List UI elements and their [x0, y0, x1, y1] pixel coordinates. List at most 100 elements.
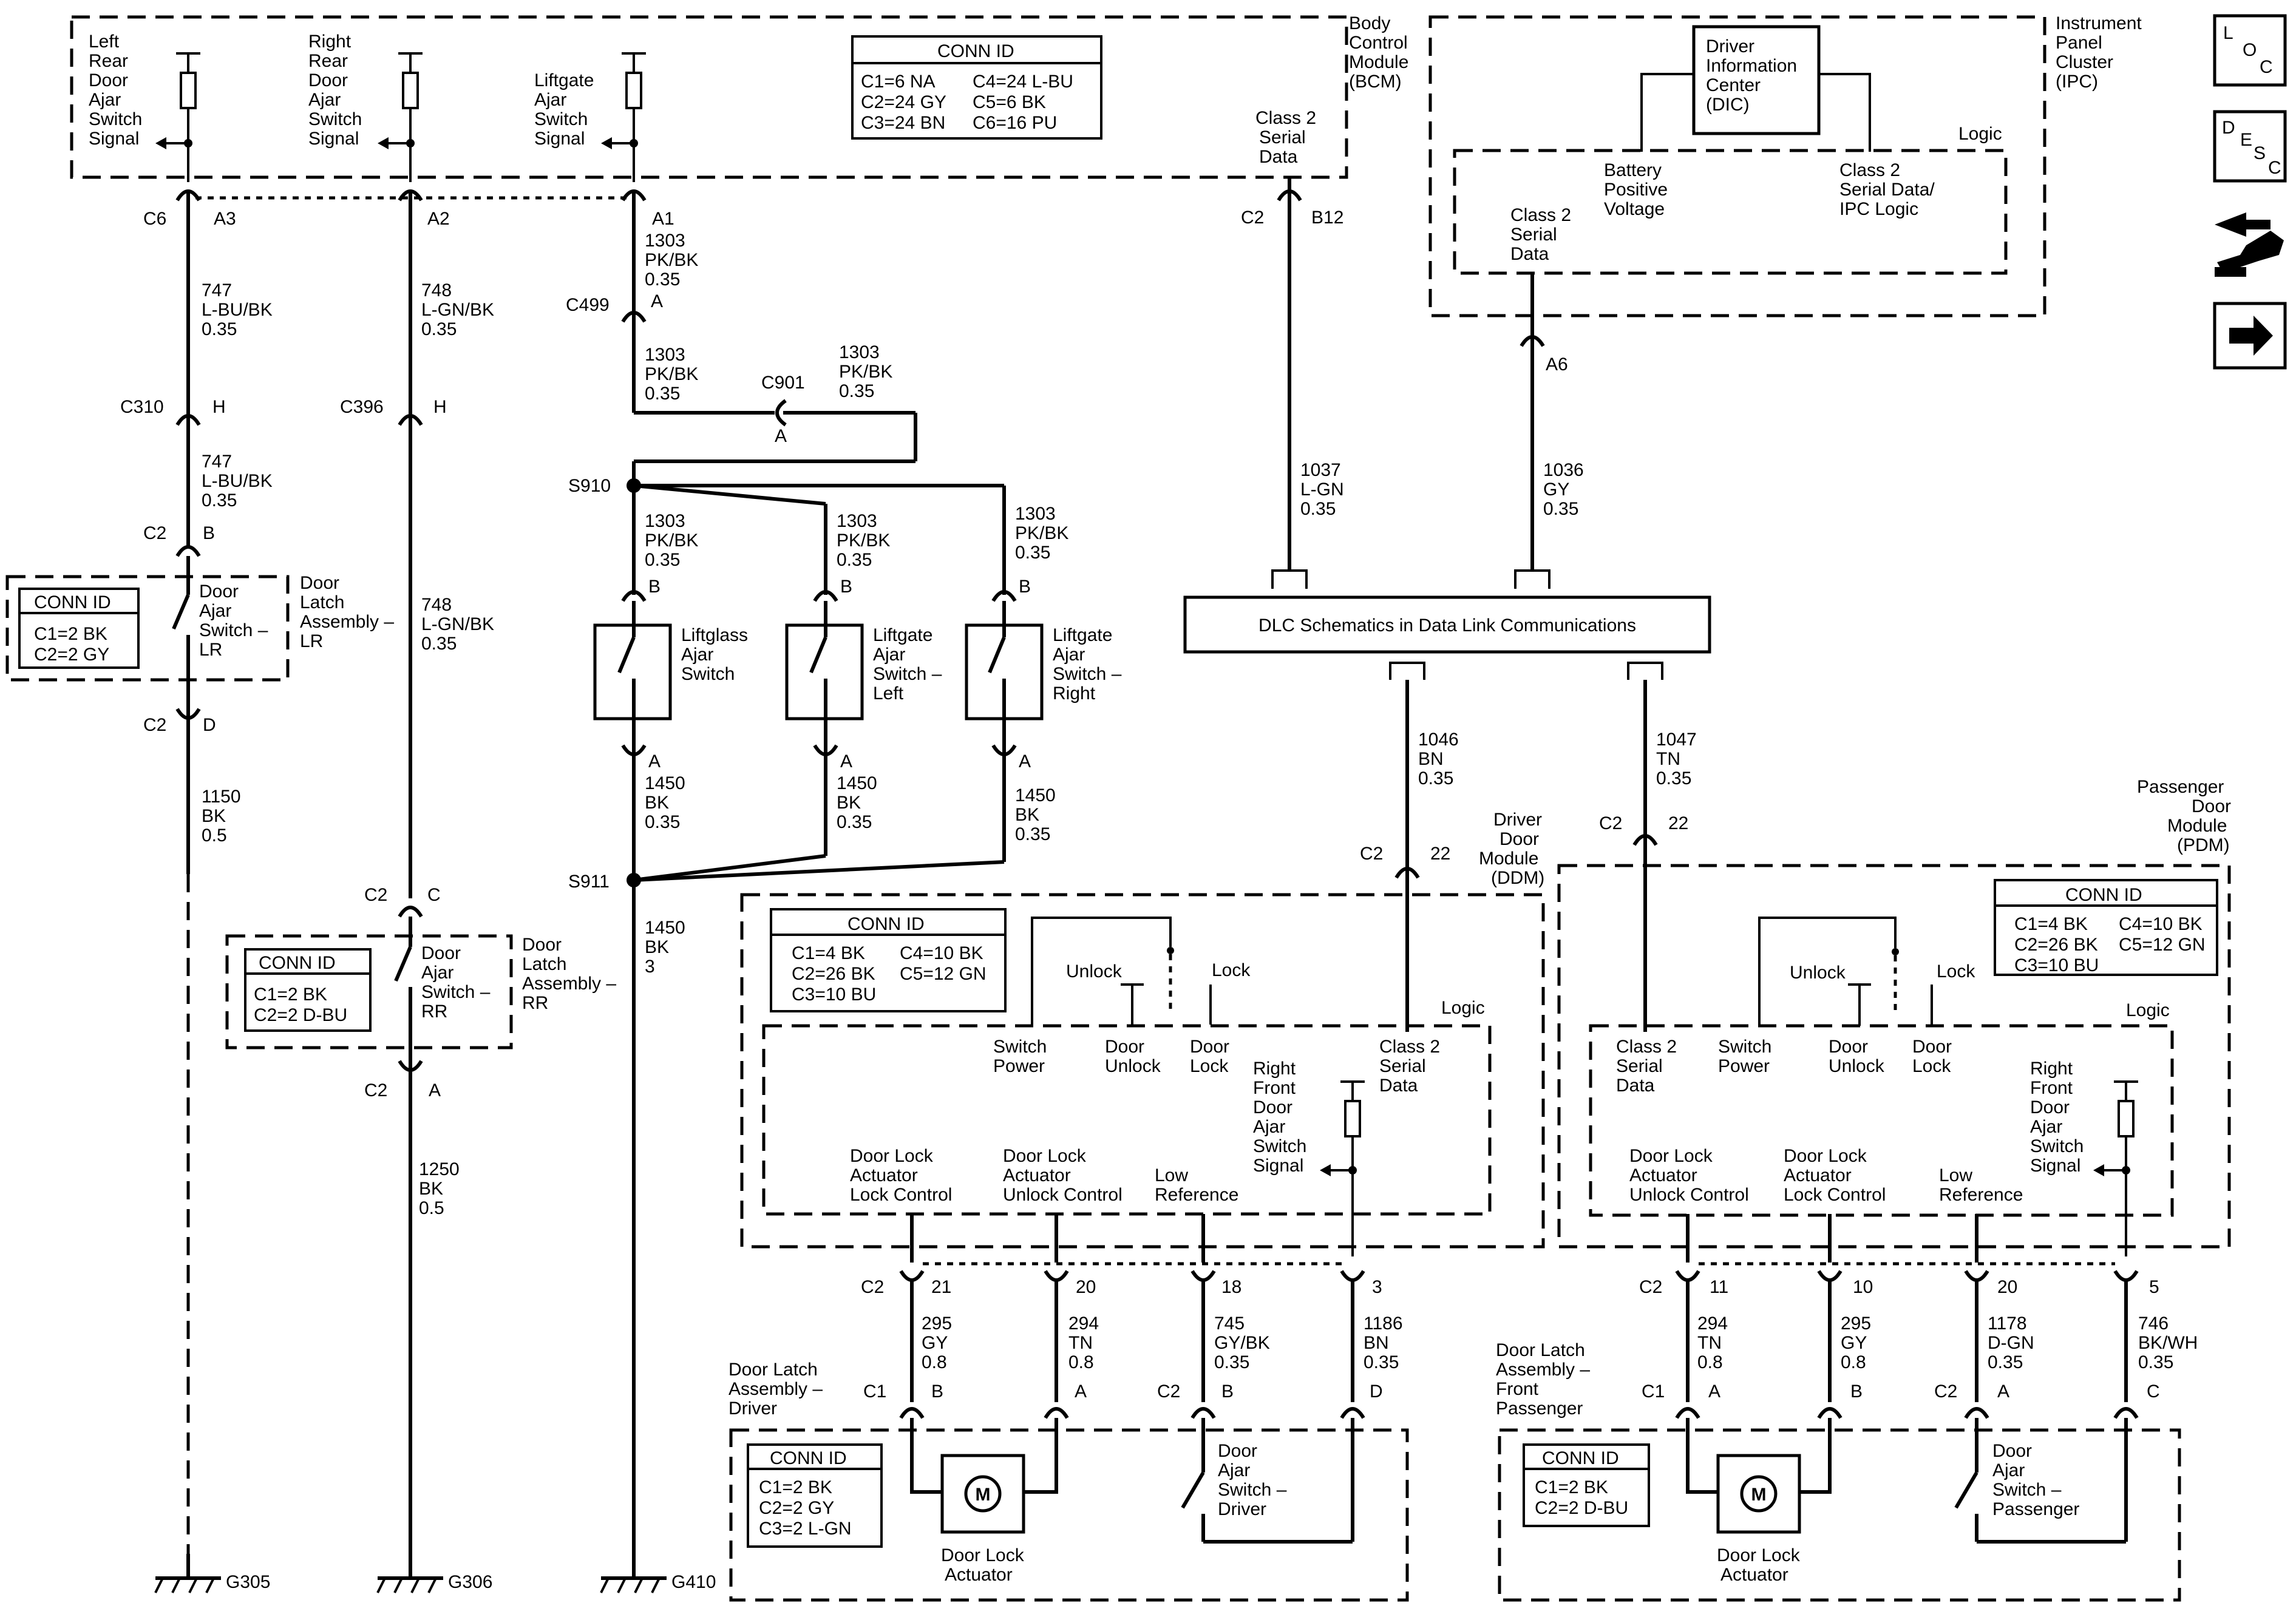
svg-text:1178 D-GN 0.35: 1178 D-GN 0.35 [1988, 1314, 2039, 1372]
svg-text:D: D [2222, 118, 2235, 138]
description-button[interactable]: D E S C [2213, 110, 2287, 183]
bcm-class2-label: Class 2 Serial Data [1255, 108, 1321, 167]
svg-text:Door Lock Actuator: Door Lock Actuator [941, 1545, 1029, 1585]
svg-text:S911: S911 [568, 872, 610, 892]
svg-text:L: L [2223, 23, 2233, 43]
svg-text:CONN ID: CONN ID [847, 914, 925, 934]
svg-text:C396: C396 [340, 397, 384, 417]
svg-text:Door Ajar Switch –: Door Ajar Switch – Driver [1218, 1441, 1292, 1519]
next-page-button[interactable] [2213, 302, 2287, 370]
svg-text:1250 BK 0.5: 1250 BK 0.5 [419, 1159, 464, 1218]
svg-text:E: E [2240, 130, 2252, 150]
svg-text:Door Lock Actuator: Door Lock Actuator Lock Control [1784, 1146, 1886, 1205]
svg-text:C2: C2 [1157, 1381, 1180, 1402]
bcm-rr-signal-label: Right Rear Door Ajar Switch Signal [308, 32, 367, 149]
svg-text:747 L-BU/BK 0.35: 747 L-BU/BK 0.35 [202, 280, 277, 339]
bcm-rr-signal: Right Rear Door Ajar Switch Signal [308, 32, 423, 182]
svg-text:1303 PK/BK 0.35: 1303 PK/BK 0.35 [837, 511, 895, 570]
svg-text:Lock: Lock [1937, 961, 1975, 981]
dic-label: Driver Information Center (DIC) [1706, 36, 1802, 115]
svg-text:Door Lock: Door Lock [1912, 1037, 1957, 1076]
svg-text:22: 22 [1430, 844, 1450, 864]
svg-text:A: A [1075, 1381, 1087, 1402]
svg-text:M: M [1751, 1485, 1767, 1505]
svg-text:C2: C2 [364, 885, 387, 905]
ipc-module: Instrument Panel Cluster (IPC) Driver In… [1428, 13, 2142, 589]
liftgate-right-switch: B A Liftgate Ajar Switch – Right [965, 577, 1122, 771]
svg-text:748 L-GN/BK 0.35: 748 L-GN/BK 0.35 [421, 595, 499, 654]
svg-text:CONN ID: CONN ID [2065, 885, 2142, 905]
svg-text:C1=2 BK: C1=2 BK [1535, 1477, 1608, 1497]
svg-text:A: A [648, 751, 661, 771]
liftgate-left-switch: B A Liftgate Ajar Switch – Left [785, 577, 942, 771]
svg-text:A2: A2 [427, 209, 450, 229]
svg-text:5: 5 [2149, 1277, 2159, 1297]
ddm-module: Driver Door Module (DDM) CONN ID C1=4 BK… [740, 810, 1547, 1256]
bcm-liftgate-signal-label: Liftgate Ajar Switch Signal [534, 70, 599, 149]
svg-text:C5=12 GN: C5=12 GN [900, 964, 987, 984]
svg-text:Class 2 Serial Dat: Class 2 Serial Data [1379, 1037, 1445, 1096]
pdm-module: Passenger Door Module (PDM) CONN ID C1=4… [1557, 777, 2231, 1256]
svg-text:1450 BK 3: 1450 BK 3 [645, 918, 690, 977]
svg-text:Low Reference: Low Reference [1939, 1165, 2023, 1205]
arrow-right-icon [2229, 316, 2273, 356]
svg-text:M: M [976, 1485, 991, 1505]
svg-text:A3: A3 [214, 209, 236, 229]
lr-latch-label: Door Latch Assembly – LR [300, 573, 399, 651]
dlc-box: DLC Schematics in Data Link Communicatio… [1183, 595, 1711, 680]
svg-text:D: D [1370, 1381, 1383, 1402]
ipc-class2-logic-label: Class 2 Serial Data/ IPC Logic [1839, 160, 1940, 219]
svg-text:1303 PK/BK 0.35: 1303 PK/BK 0.35 [839, 342, 898, 401]
svg-text:C499: C499 [566, 295, 610, 315]
svg-text:G305: G305 [226, 1572, 270, 1592]
conn-a1 [621, 189, 647, 202]
svg-text:1450 BK 0.35: 1450 BK 0.35 [837, 773, 882, 832]
ddm-lower-wiring: C2 21 20 18 3 295 GY 0.8 294 TN 0.8 745 … [729, 1214, 1409, 1602]
bcm-lr-signal-label: Left Rear Door Ajar Switch Signal [89, 32, 148, 149]
rr-switch-label: Door Ajar Switch – RR [421, 943, 495, 1022]
svg-text:C1=2 BK: C1=2 BK [254, 985, 327, 1005]
bcm-module: Body Control Module (BCM) CONN ID C1=6 N… [70, 13, 1414, 182]
svg-text:A1: A1 [652, 209, 674, 229]
svg-text:DLC Schematics in Data Link Co: DLC Schematics in Data Link Communicatio… [1258, 615, 1636, 636]
svg-text:C1=2 BK: C1=2 BK [34, 624, 107, 644]
driver-latch-conn-id: CONN ID C1=2 BK C2=2 GY C3=2 L-GN [747, 1443, 883, 1548]
svg-text:Logic: Logic [1958, 124, 2002, 144]
svg-text:C2=26 BK: C2=26 BK [792, 964, 875, 984]
pdm-conn-id: CONN ID C1=4 BK C4=10 BK C2=26 BK C5=12 … [1994, 879, 2218, 976]
svg-text:CONN ID: CONN ID [34, 592, 111, 612]
svg-text:B: B [1019, 577, 1031, 597]
svg-text:Logic: Logic [2126, 1000, 2170, 1020]
svg-text:C3=2 L-GN: C3=2 L-GN [759, 1519, 852, 1539]
ddm-title: Driver Door Module (DDM) [1479, 810, 1547, 888]
liftglass-switch: B A Liftglass Ajar Switch [593, 577, 748, 771]
svg-text:748 L-GN/BK 0.35: 748 L-GN/BK 0.35 [421, 280, 499, 339]
svg-text:C2: C2 [1934, 1381, 1957, 1402]
svg-text:C4=24 L-BU: C4=24 L-BU [973, 72, 1073, 92]
svg-text:S: S [2254, 143, 2266, 163]
diagnostic-tool-icon[interactable] [2215, 212, 2284, 277]
svg-text:Switch Power: Switch Power [1718, 1037, 1777, 1076]
svg-text:Door Unlock: Door Unlock [1829, 1037, 1885, 1076]
location-button[interactable]: L O C [2213, 14, 2287, 87]
svg-text:C3=10 BU: C3=10 BU [2014, 955, 2099, 975]
bcm-title: Body Control Module (BCM) [1349, 13, 1414, 92]
svg-text:1047 TN 0.35: 1047 TN 0.35 [1656, 730, 1702, 788]
svg-text:1046 BN 0.35: 1046 BN 0.35 [1418, 730, 1464, 788]
svg-text:Door Lock Actuator: Door Lock Actuator Lock Control [850, 1146, 952, 1205]
svg-text:10: 10 [1853, 1277, 1873, 1297]
svg-text:Door Lock Actuator: Door Lock Actuator Unlock Control [1003, 1146, 1123, 1205]
ipc-class2-label: Class 2 Serial Data [1510, 205, 1576, 264]
svg-text:C5=6 BK: C5=6 BK [973, 92, 1046, 112]
svg-text:A: A [840, 751, 852, 771]
svg-text:Door Ajar Switch –: Door Ajar Switch – Passenger [1992, 1441, 2079, 1519]
svg-text:Door Lock: Door Lock [1190, 1037, 1234, 1076]
svg-text:C4=10 BK: C4=10 BK [2119, 914, 2203, 934]
svg-text:H: H [433, 397, 447, 417]
svg-text:C1: C1 [1642, 1381, 1665, 1402]
svg-text:1303 PK/BK 0.35: 1303 PK/BK 0.35 [645, 511, 704, 570]
svg-text:B: B [203, 523, 215, 543]
svg-text:A: A [1019, 751, 1031, 771]
svg-text:B12: B12 [1311, 208, 1343, 228]
